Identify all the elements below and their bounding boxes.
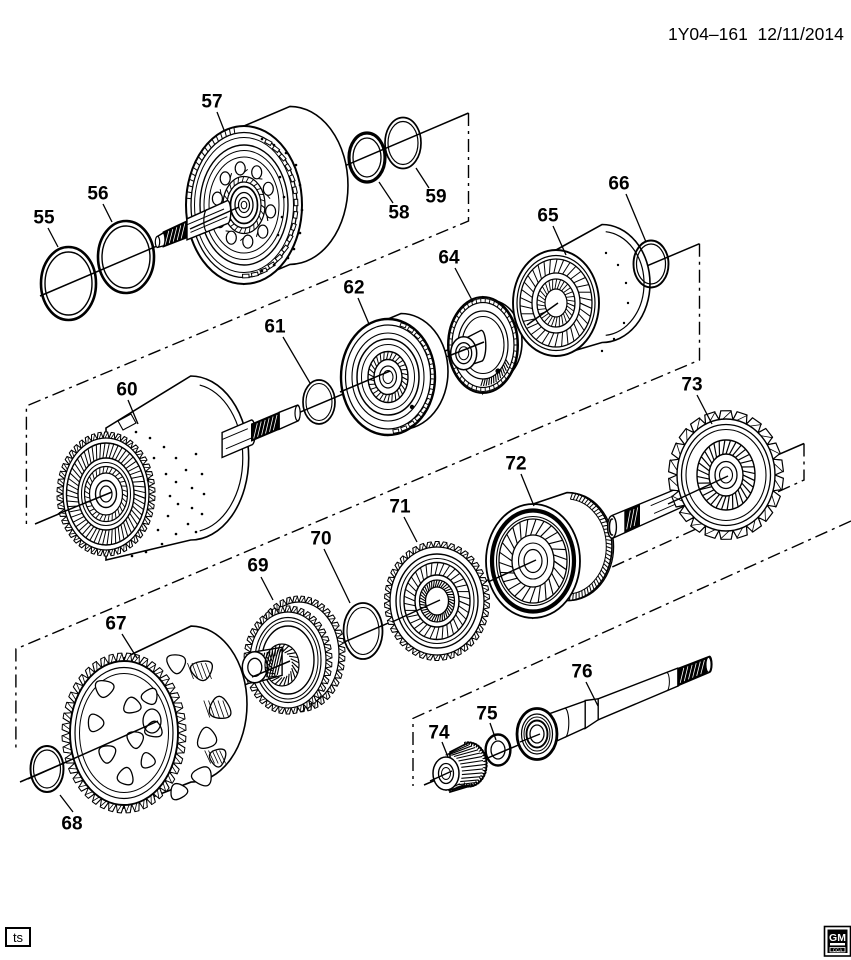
svg-text:55: 55 bbox=[33, 208, 55, 229]
svg-text:65: 65 bbox=[537, 206, 559, 227]
svg-text:75: 75 bbox=[476, 704, 498, 725]
svg-text:71: 71 bbox=[389, 497, 411, 518]
svg-text:58: 58 bbox=[388, 203, 409, 224]
svg-text:74: 74 bbox=[428, 723, 450, 744]
svg-text:76: 76 bbox=[571, 662, 592, 683]
svg-text:72: 72 bbox=[505, 454, 526, 475]
svg-text:ts: ts bbox=[13, 930, 24, 945]
svg-text:CCA: CCA bbox=[833, 947, 843, 952]
svg-text:60: 60 bbox=[116, 380, 137, 401]
svg-text:57: 57 bbox=[201, 92, 222, 113]
svg-text:61: 61 bbox=[264, 317, 286, 338]
svg-text:59: 59 bbox=[425, 187, 446, 208]
svg-text:69: 69 bbox=[247, 556, 268, 577]
svg-text:1Y04–161 12/11/2014: 1Y04–161 12/11/2014 bbox=[668, 24, 844, 44]
svg-text:70: 70 bbox=[310, 529, 331, 550]
svg-text:67: 67 bbox=[105, 614, 126, 635]
svg-text:56: 56 bbox=[87, 184, 108, 205]
svg-text:GM: GM bbox=[829, 932, 846, 944]
svg-text:66: 66 bbox=[608, 174, 629, 195]
svg-text:73: 73 bbox=[681, 375, 702, 396]
svg-text:68: 68 bbox=[61, 814, 82, 835]
svg-text:62: 62 bbox=[343, 278, 364, 299]
svg-text:64: 64 bbox=[438, 248, 460, 269]
